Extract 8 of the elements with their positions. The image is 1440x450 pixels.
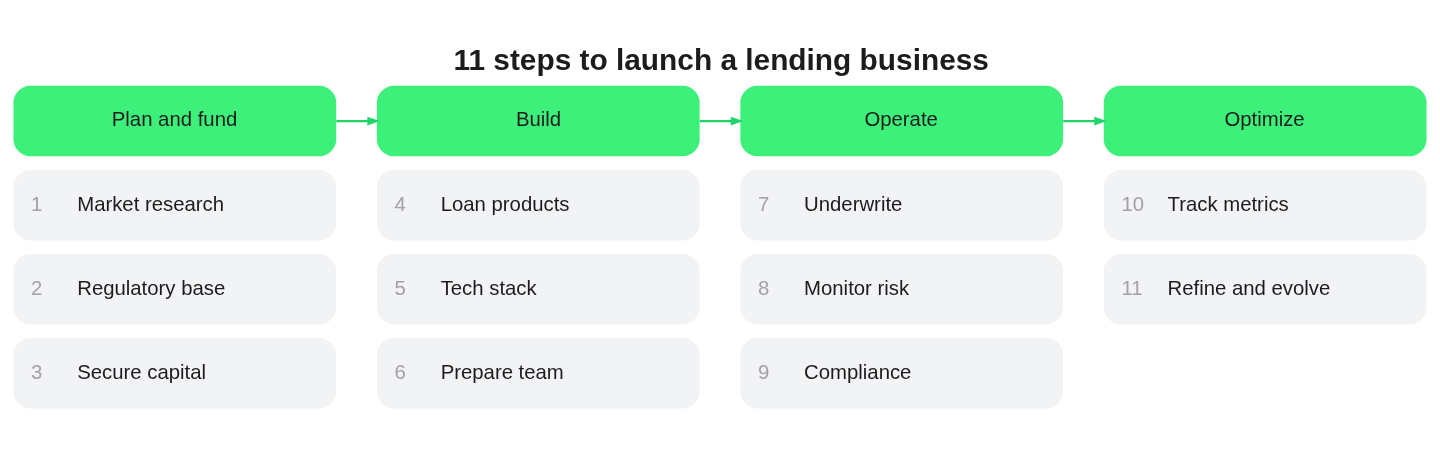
node-box: Operate bbox=[740, 85, 1064, 156]
arrow bbox=[699, 116, 744, 125]
node-box: Build bbox=[376, 85, 700, 156]
node-box: Optimize bbox=[1103, 85, 1427, 156]
arrow bbox=[1063, 116, 1107, 125]
node-box: Plan and fund bbox=[13, 85, 337, 156]
diagram-title: 11 steps to launch a lending business bbox=[453, 42, 989, 76]
arrow bbox=[336, 116, 380, 125]
